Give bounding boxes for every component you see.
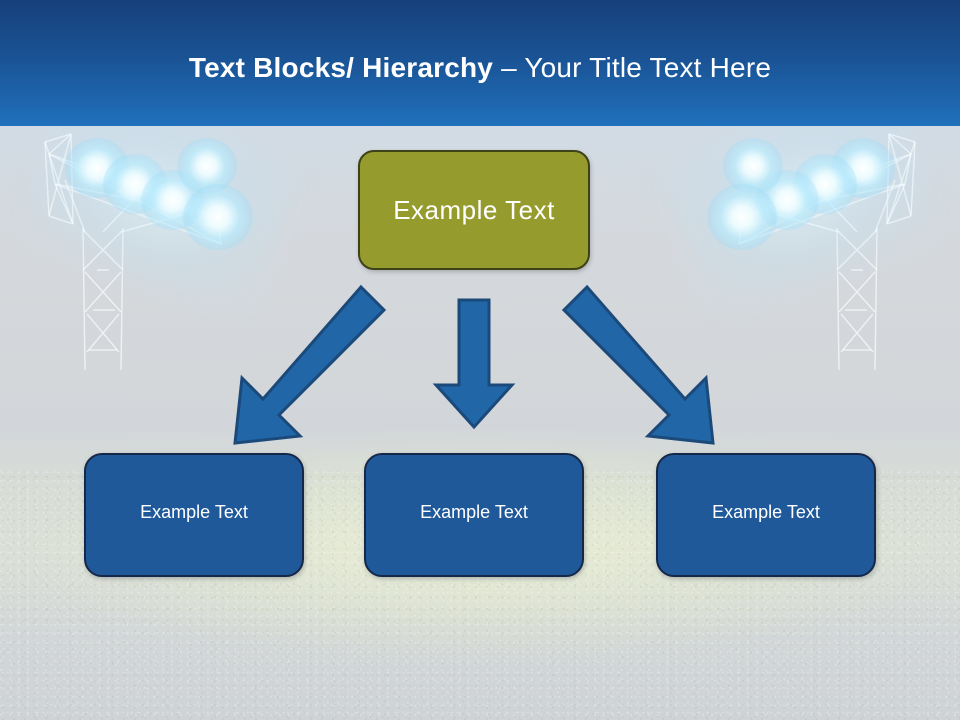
hierarchy-node-child-3-label: Example Text — [712, 501, 820, 522]
page-title-rest: Your Title Text Here — [524, 52, 772, 83]
hierarchy-node-top-label: Example Text — [393, 194, 555, 225]
hierarchy-node-child-3[interactable]: Example Text — [656, 453, 876, 577]
hierarchy-node-child-2-label: Example Text — [420, 501, 528, 522]
hierarchy-node-top[interactable]: Example Text — [358, 150, 590, 270]
hierarchy-node-child-1[interactable]: Example Text — [84, 453, 304, 577]
title-bar: Text Blocks/ Hierarchy – Your Title Text… — [0, 0, 960, 126]
hierarchy-node-child-1-label: Example Text — [140, 501, 248, 522]
page-title-bold: Text Blocks/ Hierarchy — [188, 52, 494, 83]
page-title-separator: – — [493, 52, 525, 83]
page-title: Text Blocks/ Hierarchy – Your Title Text… — [0, 52, 960, 84]
hierarchy-node-child-2[interactable]: Example Text — [364, 453, 584, 577]
